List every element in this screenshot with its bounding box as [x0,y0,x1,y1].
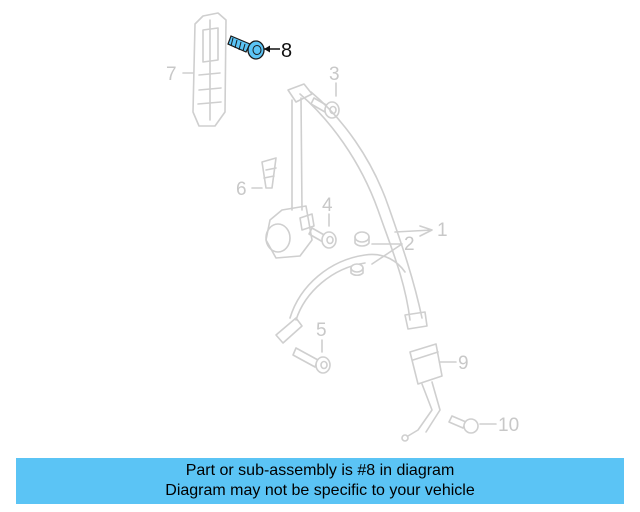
callout-5: 5 [316,320,327,341]
callout-4: 4 [322,195,333,216]
callout-1: 1 [437,220,448,241]
callout-3: 3 [329,64,340,85]
banner-line-1: Part or sub-assembly is #8 in diagram [185,462,455,479]
part-7-height-adjuster[interactable] [192,12,227,127]
callout-10: 10 [498,415,519,436]
part-5-bolt[interactable] [292,347,331,374]
part-6-clip[interactable] [261,157,277,189]
part-9-buckle[interactable] [401,343,443,442]
parts-diagram: 7 8 3 1 6 [166,12,519,442]
part-1-seat-belt[interactable] [265,83,428,344]
info-banner: Part or sub-assembly is #8 in diagram Di… [16,458,624,504]
callout-8-arrow [264,45,280,53]
callout-7: 7 [166,64,177,85]
part-4-bolt[interactable] [308,227,337,249]
callout-9: 9 [458,353,469,374]
part-10-bolt[interactable] [448,415,479,434]
part-2-caps[interactable] [350,231,370,277]
callout-8: 8 [281,40,292,62]
part-8-bolt[interactable] [227,35,265,60]
banner-line-2: Diagram may not be specific to your vehi… [165,482,475,499]
callout-6: 6 [236,179,247,200]
callout-2: 2 [404,234,415,255]
